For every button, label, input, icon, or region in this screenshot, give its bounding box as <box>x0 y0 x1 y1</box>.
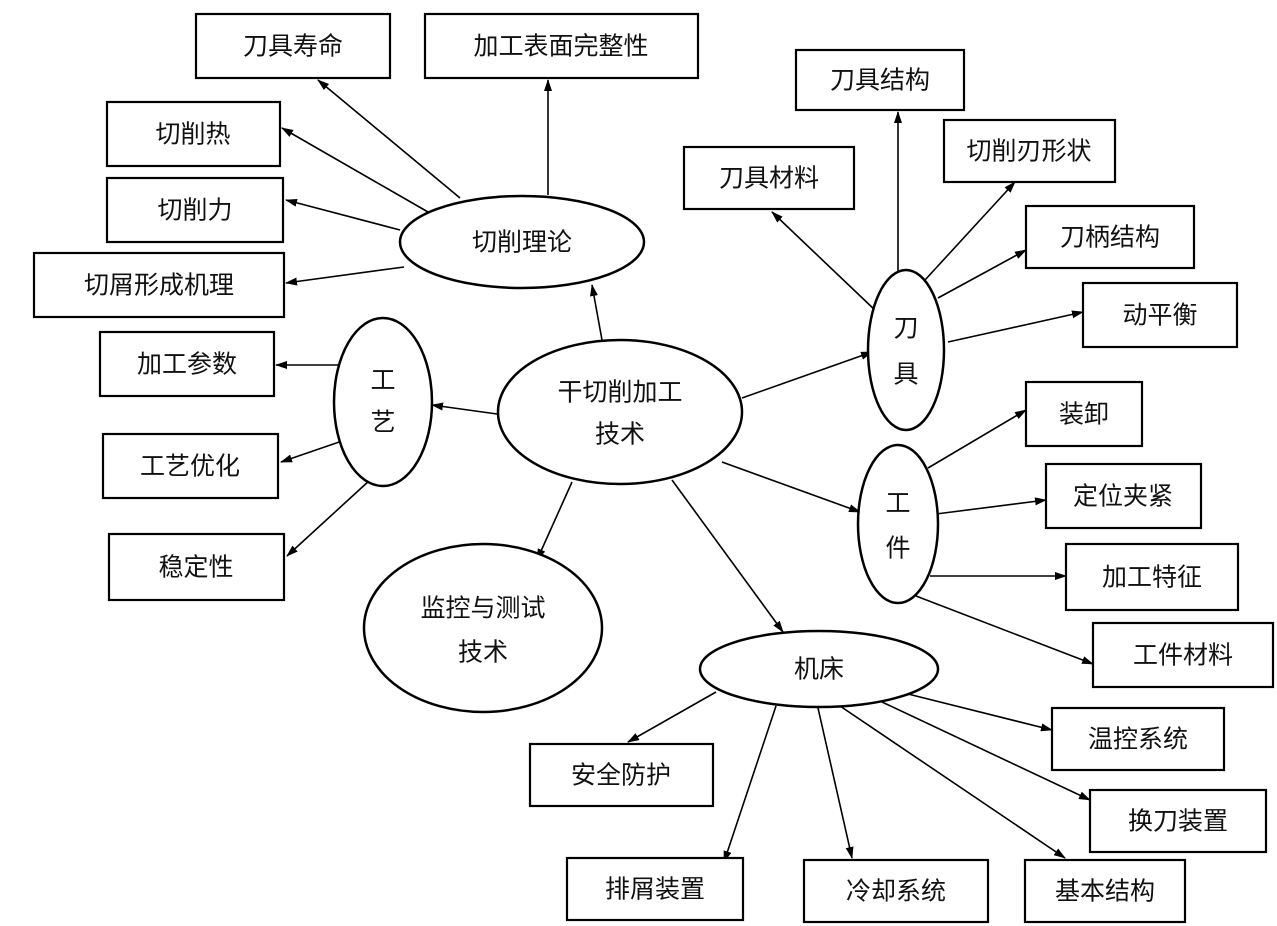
svg-text:冷却系统: 冷却系统 <box>846 877 946 906</box>
workpiece-label-line2: 件 <box>885 534 910 563</box>
leaf-cutting-force: 切削力 <box>105 176 285 244</box>
hub-nodes: 干切削加工 技术 切削理论 工 艺 刀 具 工 件 机床 监控与测试 <box>332 194 946 714</box>
arrow-to-edge-shape <box>924 181 1016 281</box>
svg-text:切削刃形状: 切削刃形状 <box>966 137 1091 166</box>
arrow-to-tool-material <box>771 211 878 313</box>
svg-text:加工表面完整性: 加工表面完整性 <box>473 32 648 61</box>
leaf-tool-changer: 换刀装置 <box>1088 788 1268 854</box>
leaf-safety: 安全防护 <box>528 742 715 808</box>
svg-text:刀具结构: 刀具结构 <box>830 66 930 95</box>
leaf-process-opt: 工艺优化 <box>101 432 280 500</box>
leaf-tool-material: 刀具材料 <box>682 145 856 211</box>
svg-text:切削力: 切削力 <box>157 196 232 225</box>
connectors <box>275 79 1094 863</box>
monitoring-label-line1: 监控与测试 <box>420 594 545 623</box>
svg-text:动平衡: 动平衡 <box>1122 301 1197 330</box>
arrow-center-to-machine <box>671 479 784 633</box>
arrow-to-load-unload <box>927 409 1027 469</box>
arrow-to-chip-formation <box>285 266 405 286</box>
arrow-to-chip-removal <box>723 705 777 863</box>
process-label-line2: 艺 <box>370 408 395 437</box>
svg-text:安全防护: 安全防护 <box>571 761 671 790</box>
workpiece-node: 工 件 <box>856 443 940 605</box>
process-node: 工 艺 <box>332 316 434 488</box>
leaf-workpiece-material: 工件材料 <box>1091 621 1275 689</box>
arrow-to-workpiece-material <box>915 595 1094 665</box>
tool-label-line1: 刀 <box>893 314 918 343</box>
svg-text:工艺优化: 工艺优化 <box>140 452 240 481</box>
center-node: 干切削加工 技术 <box>496 338 744 486</box>
leaf-tool-structure: 刀具结构 <box>794 48 966 112</box>
process-label-line1: 工 <box>370 366 395 395</box>
svg-text:装卸: 装卸 <box>1059 400 1109 429</box>
arrow-to-dynamic-balance <box>947 310 1084 343</box>
svg-text:工件材料: 工件材料 <box>1133 641 1233 670</box>
leaf-machining-features: 加工特征 <box>1064 542 1240 612</box>
tool-node: 刀 具 <box>866 268 946 432</box>
leaf-cooling: 冷却系统 <box>802 858 990 924</box>
svg-text:加工参数: 加工参数 <box>137 350 237 379</box>
svg-text:刀具寿命: 刀具寿命 <box>243 32 343 61</box>
svg-text:排屑装置: 排屑装置 <box>605 875 705 904</box>
arrow-to-cooling <box>817 707 854 859</box>
machine-label: 机床 <box>794 655 844 684</box>
leaf-edge-shape: 切削刃形状 <box>942 118 1117 184</box>
leaf-chip-formation: 切屑形成机理 <box>32 251 286 319</box>
arrow-to-stability <box>286 479 371 557</box>
arrow-to-shank-structure <box>937 249 1027 299</box>
leaf-basic-structure: 基本结构 <box>1023 858 1187 924</box>
svg-text:定位夹紧: 定位夹紧 <box>1073 482 1173 511</box>
workpiece-label-line1: 工 <box>885 489 910 518</box>
leaf-temp-control: 温控系统 <box>1050 706 1226 772</box>
monitoring-node: 监控与测试 技术 <box>362 542 604 714</box>
leaf-fixturing: 定位夹紧 <box>1044 462 1203 530</box>
arrow-center-to-workpiece <box>721 461 861 513</box>
center-label-line2: 技术 <box>595 420 645 449</box>
cutting-theory-node: 切削理论 <box>398 194 646 290</box>
leaf-stability: 稳定性 <box>107 532 286 602</box>
leaf-tool-life: 刀具寿命 <box>194 12 392 80</box>
arrow-to-cutting-force <box>285 198 401 231</box>
svg-text:基本结构: 基本结构 <box>1055 877 1155 906</box>
arrow-to-process-opt <box>280 439 346 463</box>
arrow-center-to-monitoring <box>536 481 573 561</box>
svg-text:刀柄结构: 刀柄结构 <box>1060 223 1160 252</box>
arrow-center-to-process <box>431 402 498 415</box>
tool-label-line2: 具 <box>893 360 918 389</box>
svg-text:换刀装置: 换刀装置 <box>1128 807 1228 836</box>
leaf-nodes: 刀具寿命 加工表面完整性 切削热 切削力 切屑形成机理 加工参数 工艺优化 稳 <box>32 12 1275 924</box>
leaf-cutting-heat: 切削热 <box>105 100 282 168</box>
svg-text:切屑形成机理: 切屑形成机理 <box>84 271 234 300</box>
cutting-theory-label: 切削理论 <box>472 228 572 257</box>
svg-text:刀具材料: 刀具材料 <box>719 164 819 193</box>
arrow-center-to-tool <box>741 351 873 399</box>
arrow-to-cutting-heat <box>281 127 429 213</box>
arrow-to-basic-structure <box>839 705 1066 859</box>
arrow-to-tool-life <box>317 79 461 199</box>
svg-text:稳定性: 稳定性 <box>158 553 233 582</box>
arrow-to-fixturing <box>935 497 1047 515</box>
svg-text:加工特征: 加工特征 <box>1102 563 1202 592</box>
arrow-center-to-cutting-theory <box>590 284 603 341</box>
leaf-dynamic-balance: 动平衡 <box>1081 281 1239 349</box>
machine-node: 机床 <box>698 629 940 709</box>
leaf-chip-removal: 排屑装置 <box>565 856 745 922</box>
monitoring-label-line2: 技术 <box>458 638 508 667</box>
leaf-shank-structure: 刀柄结构 <box>1024 204 1196 270</box>
center-label-line1: 干切削加工 <box>557 378 682 407</box>
svg-text:切削热: 切削热 <box>155 120 230 149</box>
svg-text:温控系统: 温控系统 <box>1088 725 1188 754</box>
leaf-surface-integrity: 加工表面完整性 <box>423 12 700 80</box>
arrow-to-safety <box>627 691 717 743</box>
arrow-to-tool-changer <box>881 701 1091 801</box>
leaf-load-unload: 装卸 <box>1024 380 1144 448</box>
leaf-process-params: 加工参数 <box>98 330 276 398</box>
arrow-to-temp-control <box>907 693 1053 732</box>
